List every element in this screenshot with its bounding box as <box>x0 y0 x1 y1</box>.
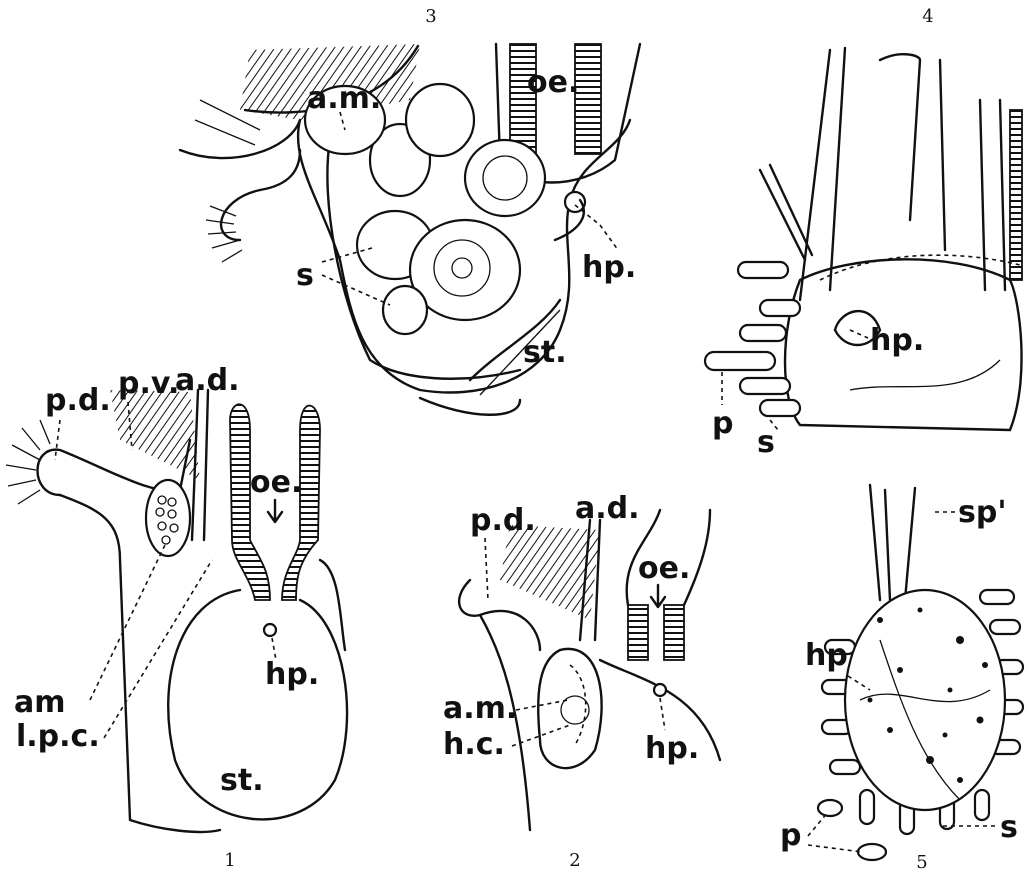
arrow-oe-1 <box>268 500 282 522</box>
label-p-4: p <box>712 406 733 441</box>
figure-5-number: 5 <box>916 852 927 873</box>
chamber <box>465 140 545 216</box>
label-ad: a.d. <box>175 363 240 398</box>
ampulla <box>146 480 190 556</box>
label-lpc: l.p.c. <box>16 719 100 754</box>
label-pv: p.v. <box>118 366 179 401</box>
chamber <box>383 286 427 334</box>
label-p-5: p <box>780 818 801 853</box>
label-pd-2: p.d. <box>470 503 536 538</box>
label-oe: oe. <box>527 65 579 100</box>
label-am: a.m. <box>307 81 381 116</box>
label-hp-1: hp. <box>265 657 319 692</box>
label-oe-2: oe. <box>638 551 690 586</box>
figure-3: 3 <box>180 6 640 415</box>
label-hp-2: hp. <box>645 731 699 766</box>
label-hp-4: hp. <box>870 323 924 358</box>
label-am-1: am <box>14 685 66 720</box>
hp-vesicle-2 <box>654 684 666 696</box>
label-st-1: st. <box>220 763 264 798</box>
chamber <box>406 84 474 156</box>
figure-3-number: 3 <box>425 6 436 27</box>
oesophagus-wall-1 <box>230 404 270 600</box>
label-ad-2: a.d. <box>575 491 640 526</box>
label-sp: sp' <box>958 495 1007 530</box>
label-s-4: s <box>757 425 775 460</box>
arrow-oe-2 <box>651 585 665 607</box>
label-am-2: a.m. <box>443 691 517 726</box>
hp-vesicle-1 <box>264 624 276 636</box>
figure-4: 4 hp. p s <box>705 6 1022 460</box>
oesophagus-wall-2 <box>282 406 320 600</box>
label-hp-5: hp <box>805 638 848 673</box>
label-hc-2: h.c. <box>443 727 505 762</box>
figure-1: 1 p.d. <box>6 363 347 871</box>
label-s: s <box>296 258 314 293</box>
label-hp: hp. <box>582 250 636 285</box>
label-pd: p.d. <box>45 383 111 418</box>
figure-5: 5 <box>780 485 1023 873</box>
figure-2-number: 2 <box>569 850 580 871</box>
label-st: st. <box>523 335 567 370</box>
label-oe-1: oe. <box>250 465 302 500</box>
figure-4-number: 4 <box>922 6 933 27</box>
figure-1-number: 1 <box>224 850 235 871</box>
fringe <box>6 420 50 504</box>
figure-2: 2 p.d. a.d. oe. a.m. h.c. hp. <box>443 491 720 871</box>
label-s-5: s <box>1000 810 1018 845</box>
ampulla-2 <box>538 649 601 768</box>
striped-tube <box>1010 110 1022 280</box>
